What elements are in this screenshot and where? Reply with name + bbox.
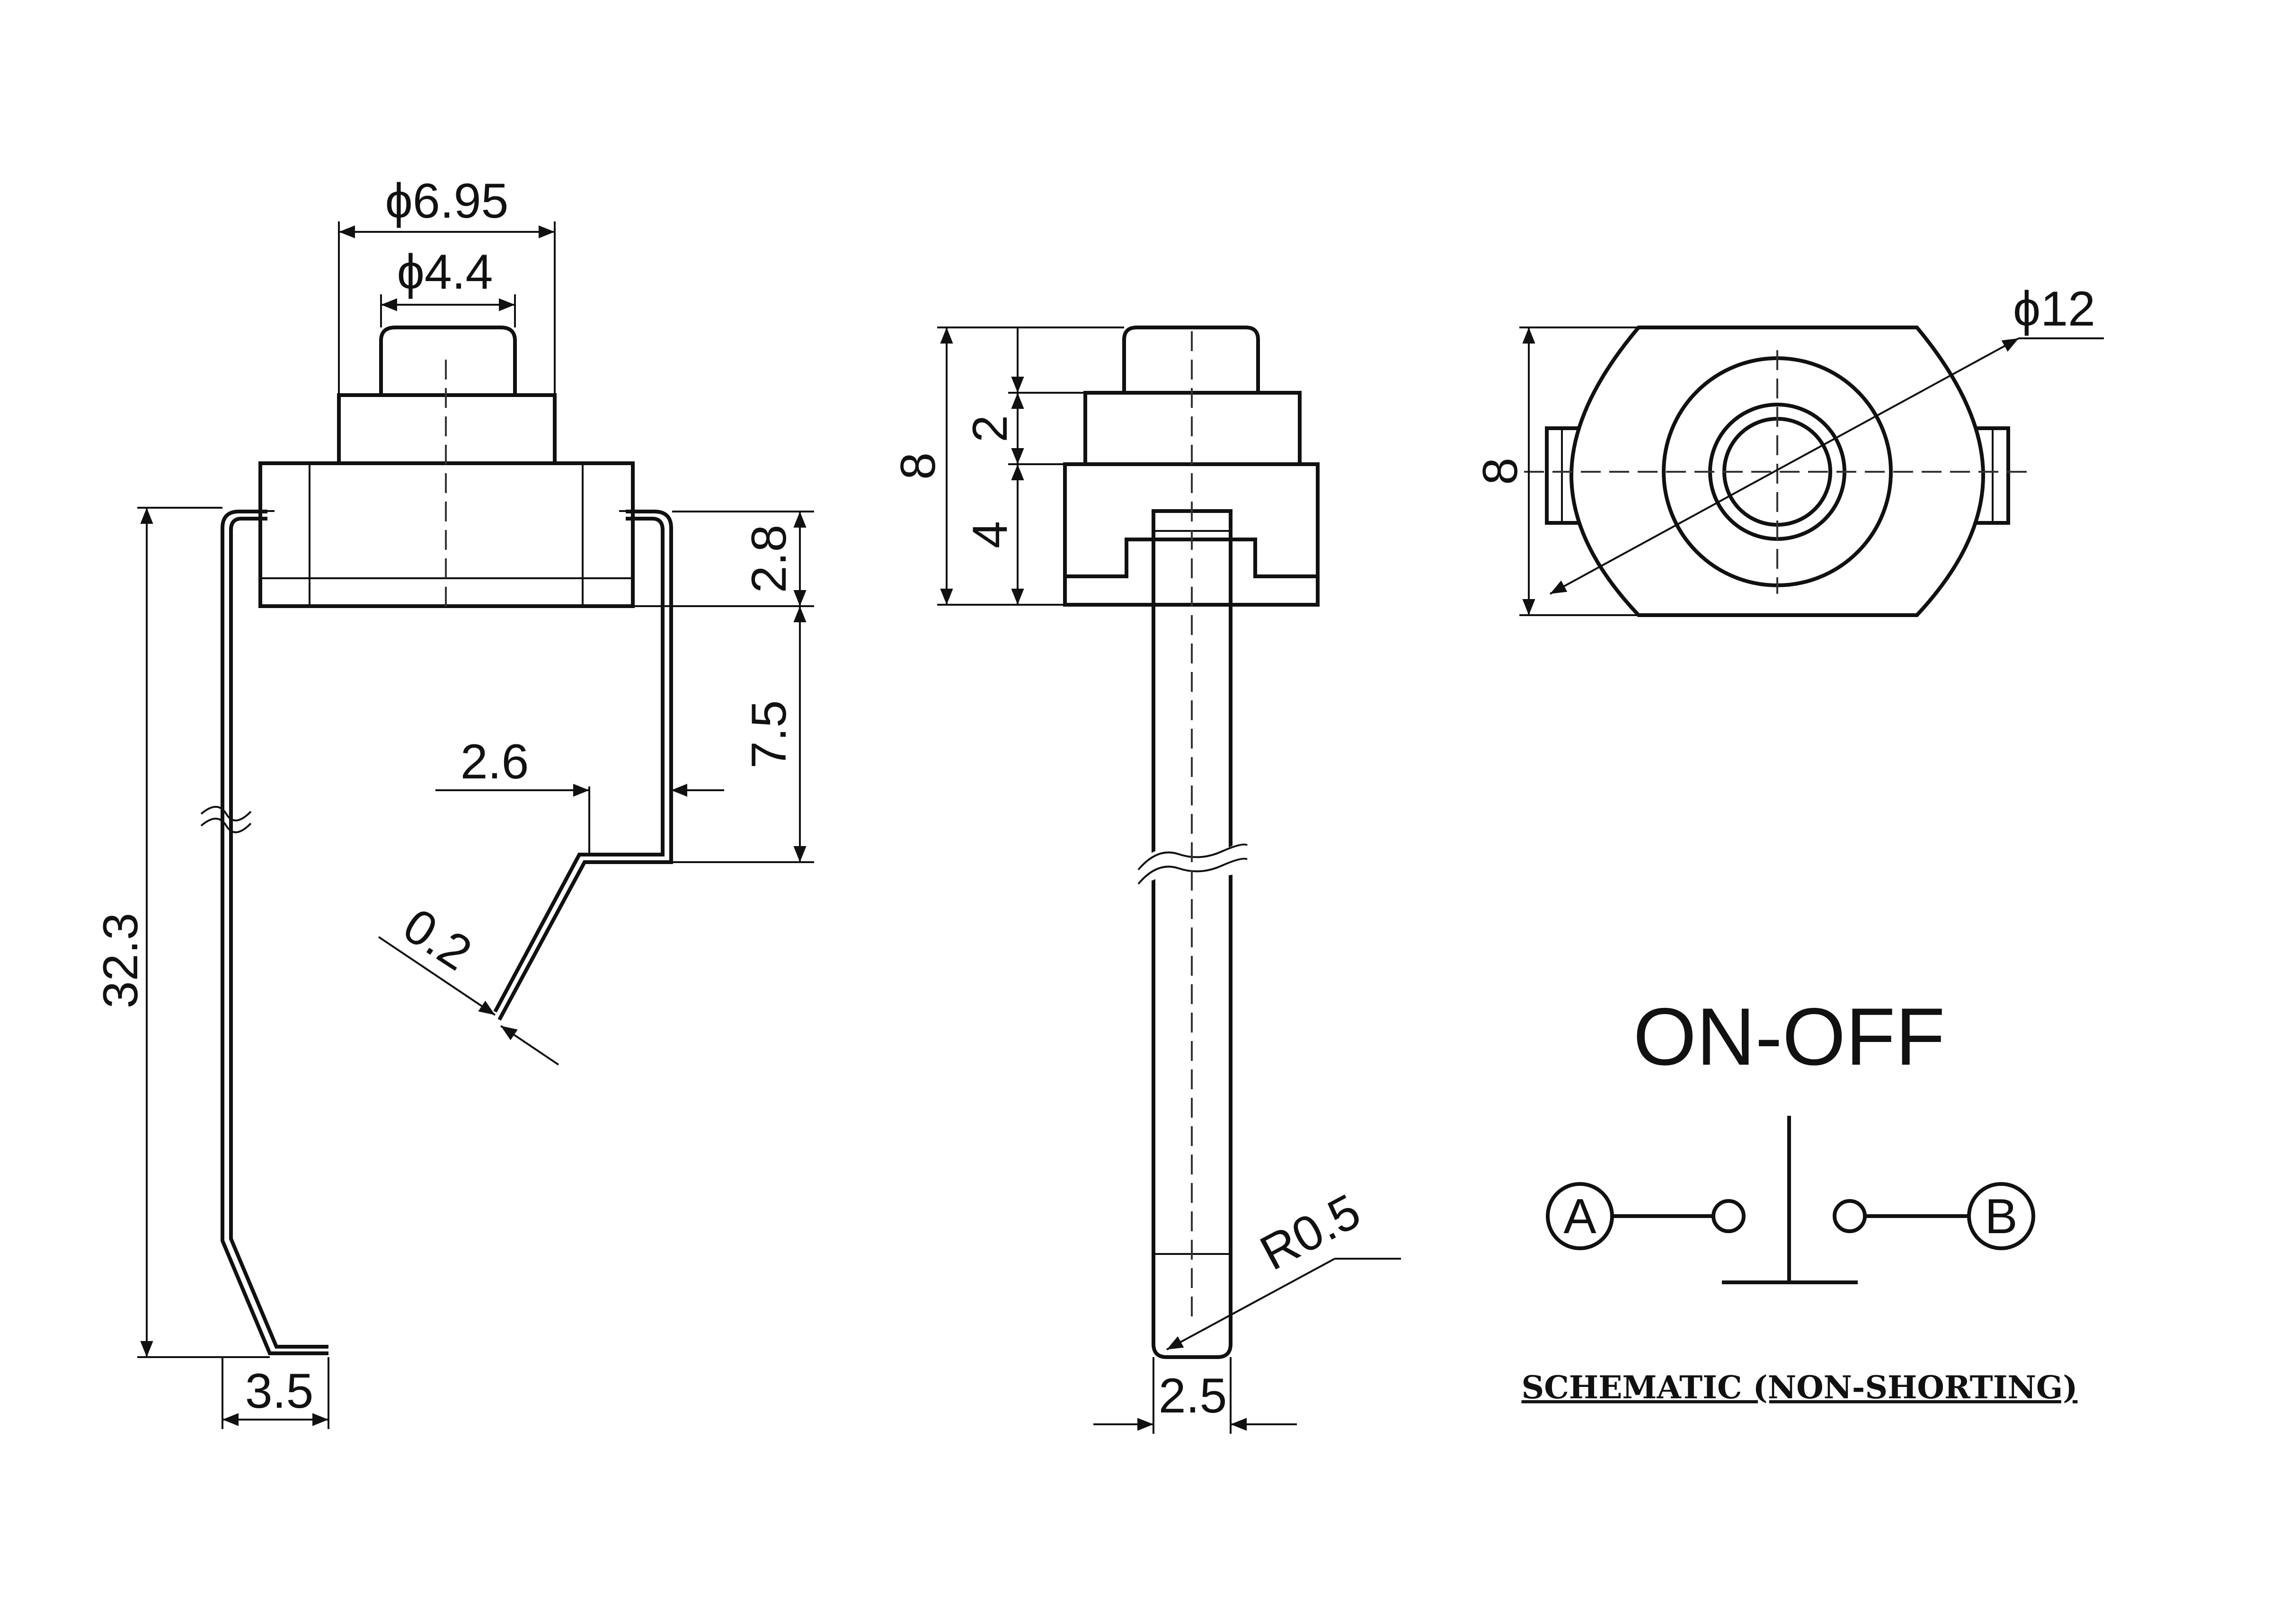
dim-side-base-height: 4 <box>963 521 1018 548</box>
schematic-title: ON-OFF <box>1633 991 1945 1082</box>
side-terminal <box>1152 509 1233 1359</box>
side-base <box>1063 462 1320 607</box>
front-view: ϕ6.95 ϕ4.4 2.8 7.5 2.6 0.2 32.3 3.5 <box>93 174 814 1429</box>
dim-plunger-diameter: ϕ4.4 <box>397 245 493 300</box>
dim-outer-diameter: ϕ12 <box>2013 282 2095 336</box>
side-plunger <box>1122 326 1260 393</box>
dim-foot-width: 3.5 <box>245 1364 314 1419</box>
dim-terminal-width: 2.5 <box>1159 1368 1227 1423</box>
schematic: ON-OFF A B SCHEMATIC (NON-SHORTING) <box>1522 991 2078 1406</box>
contact-b <box>1833 1199 1867 1233</box>
contact-a <box>1711 1199 1746 1233</box>
terminal-b-label: B <box>1985 1189 2017 1244</box>
terminal-a-label: A <box>1563 1189 1596 1244</box>
top-view: ϕ12 8 <box>1473 282 2104 617</box>
front-right-terminal <box>497 510 673 1021</box>
dim-tip-radius: R0.5 <box>1251 1183 1369 1281</box>
dim-side-total-height: 8 <box>891 452 946 480</box>
dim-bend-height: 7.5 <box>742 700 797 769</box>
schematic-caption: SCHEMATIC (NON-SHORTING) <box>1522 1369 2078 1406</box>
terminal-b <box>1967 1182 2035 1250</box>
dim-top-height: 8 <box>1473 458 1528 485</box>
dim-total-height: 32.3 <box>93 913 148 1008</box>
side-view: 8 2 4 R0.5 2.5 <box>891 326 1401 1434</box>
dim-cap-diameter: ϕ6.95 <box>385 174 509 229</box>
dim-bend-offset: 2.6 <box>461 734 529 789</box>
dim-body-height: 2.8 <box>742 525 797 593</box>
dim-thickness: 0.2 <box>394 898 481 981</box>
front-plunger <box>379 326 517 395</box>
dim-side-cap-height: 2 <box>963 415 1018 442</box>
front-left-terminal <box>221 510 328 1355</box>
